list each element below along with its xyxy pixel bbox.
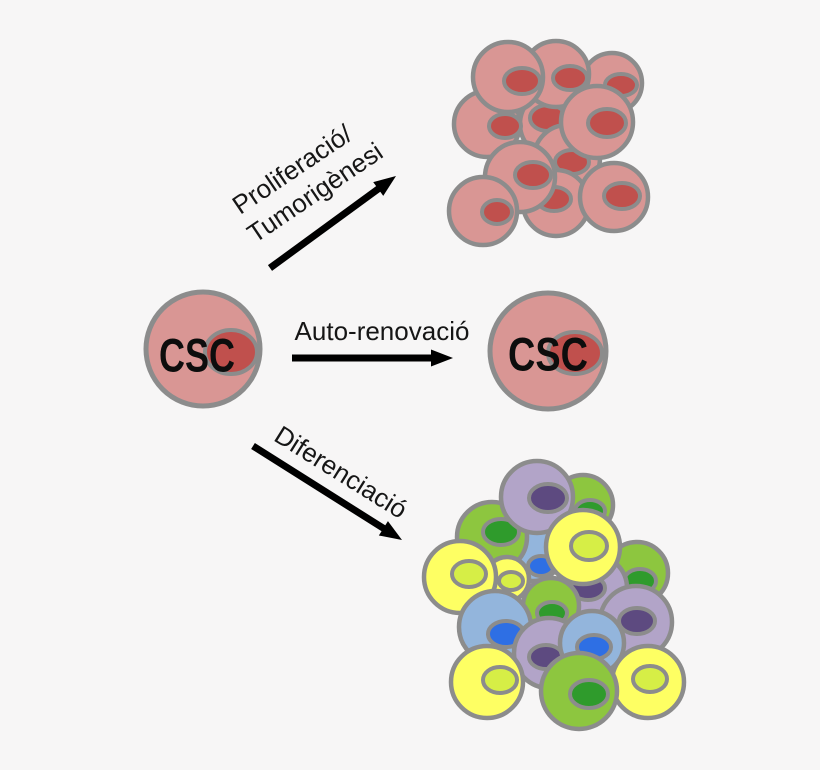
proliferation-label: Proliferació/ Tumorigènesi xyxy=(227,118,388,249)
cell-nucleus xyxy=(631,664,669,694)
cell-nucleus xyxy=(497,570,525,592)
cell-nucleus xyxy=(527,482,569,514)
differentiated-cell-cluster xyxy=(421,458,687,732)
cell-nucleus xyxy=(568,678,610,710)
arrow-shaft xyxy=(267,183,384,271)
cell-nucleus xyxy=(481,517,521,547)
cell-nucleus xyxy=(602,181,642,211)
cell-nucleus xyxy=(502,66,542,96)
self-renewal-label: Auto-renovació xyxy=(295,316,470,346)
csc-left-text: CSC xyxy=(159,329,235,382)
cell-nucleus xyxy=(551,64,589,92)
cell-nucleus xyxy=(203,328,259,376)
arrow-head xyxy=(373,176,396,196)
csc-right-text: CSC xyxy=(508,328,588,381)
cell-nucleus xyxy=(450,559,488,589)
cell-nucleus xyxy=(480,198,514,226)
differentiation-arrow xyxy=(251,443,402,540)
cell-nucleus xyxy=(617,606,657,636)
cell-nucleus xyxy=(487,112,523,140)
csc-cell-left xyxy=(143,289,263,409)
cell-nucleus xyxy=(586,107,628,139)
proliferation-arrow xyxy=(267,176,396,271)
cell-nucleus xyxy=(481,665,519,695)
arrow-shaft xyxy=(251,443,389,534)
tumor-cell-cluster xyxy=(446,38,651,248)
self-renewal-arrow xyxy=(292,349,453,367)
pink-cell xyxy=(143,289,263,409)
arrow-head xyxy=(378,521,402,540)
cell-nucleus xyxy=(569,530,609,562)
cell-nucleus xyxy=(546,330,604,376)
cell-nucleus xyxy=(513,160,553,190)
arrow-head xyxy=(431,349,453,367)
csc-cell-right xyxy=(487,290,609,412)
